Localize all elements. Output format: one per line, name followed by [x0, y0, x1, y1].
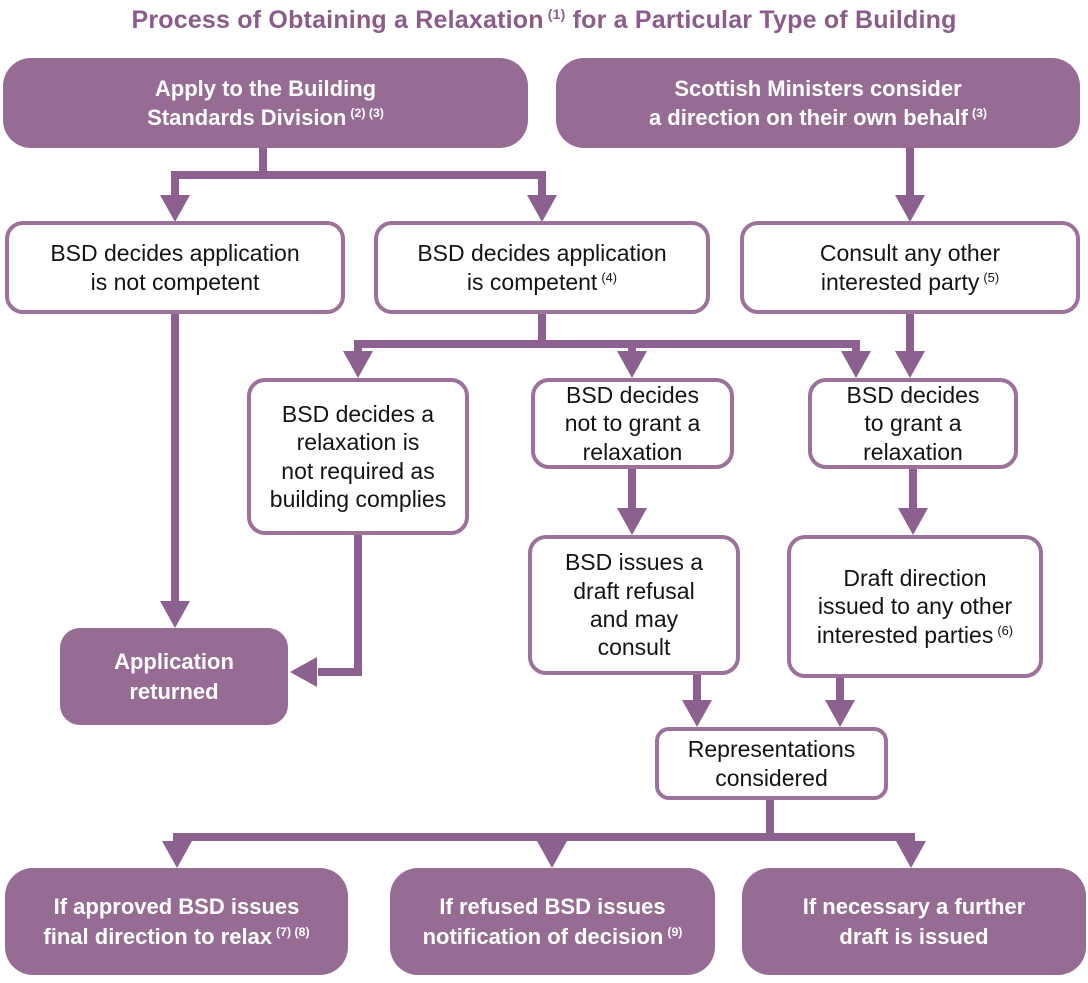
title-footnote: (1) [547, 6, 566, 23]
page-title: Process of Obtaining a Relaxation(1) for… [131, 6, 957, 34]
